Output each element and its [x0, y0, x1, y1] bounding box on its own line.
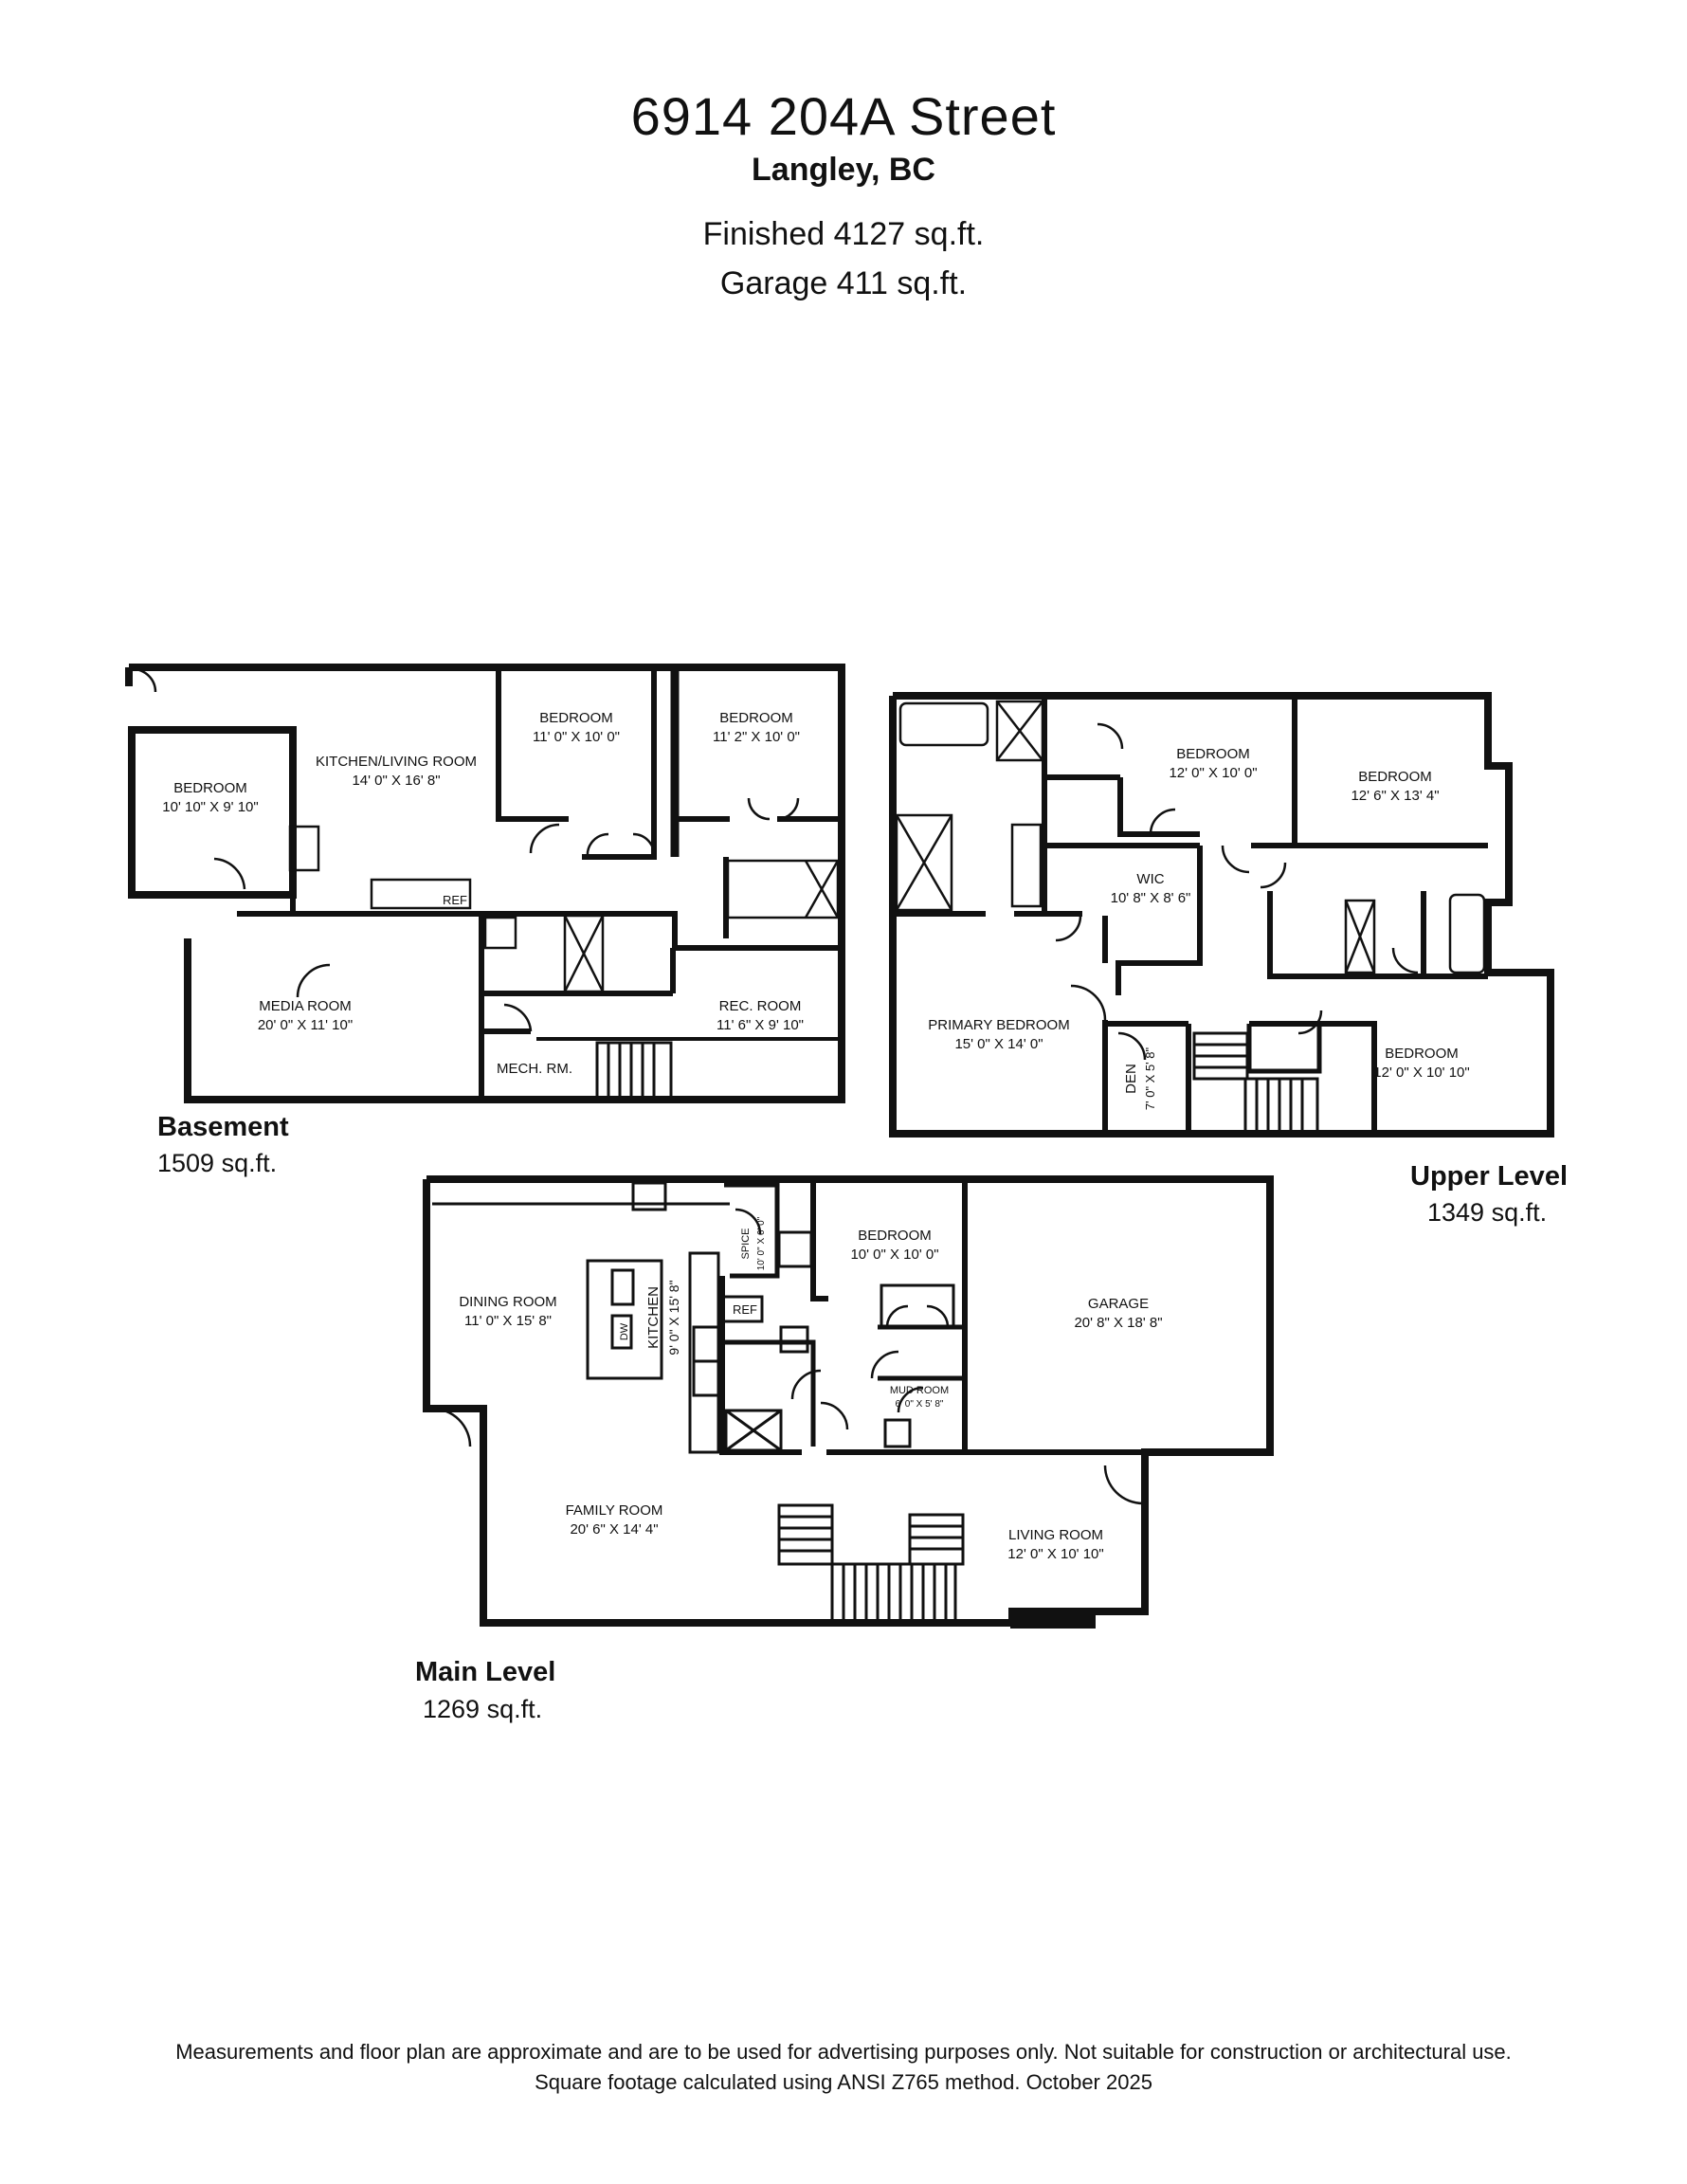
main-kitchen-dims: 9' 0" X 15' 8" [666, 1280, 681, 1355]
main-spice-name: SPICE [740, 1228, 752, 1259]
basement-bedroom-mid-name: BEDROOM [539, 710, 613, 726]
upper-bedroom-a-dims: 12' 0" X 10' 0" [1169, 765, 1257, 781]
main-mud-room-name: MUD ROOM [890, 1385, 949, 1396]
main-level-name: Main Level [415, 1657, 556, 1687]
basement-bedroom-left-dims: 10' 10" X 9' 10" [162, 799, 258, 815]
upper-den-name: DEN [1123, 1064, 1139, 1094]
basement-bedroom-left-name: BEDROOM [173, 780, 247, 796]
basement-level-sqft: 1509 sq.ft. [157, 1149, 278, 1177]
basement-bedroom-right-name: BEDROOM [719, 710, 793, 726]
upper-wic-dims: 10' 8" X 8' 6" [1111, 890, 1191, 906]
main-bedroom-dims: 10' 0" X 10' 0" [850, 1247, 938, 1263]
upper-bedroom-a-name: BEDROOM [1176, 746, 1250, 762]
upper-level-plan [889, 692, 1554, 1138]
main-dw-label: DW [619, 1322, 630, 1340]
main-living-room-name: LIVING ROOM [1008, 1527, 1103, 1543]
main-level-plan [423, 1175, 1274, 1629]
property-city: Langley, BC [752, 152, 935, 188]
main-family-room-dims: 20' 6" X 14' 4" [570, 1521, 658, 1538]
main-dining-room-dims: 11' 0" X 15' 8" [464, 1313, 552, 1329]
upper-wic-name: WIC [1136, 871, 1164, 887]
main-spice-dims: 10' 0" X 6' 0" [756, 1216, 767, 1270]
upper-bedroom-c-dims: 12' 0" X 10' 10" [1373, 1065, 1469, 1081]
main-garage-dims: 20' 8" X 18' 8" [1074, 1315, 1162, 1331]
disclaimer-line-1: Measurements and floor plan are approxim… [175, 2040, 1512, 2064]
main-garage-name: GARAGE [1088, 1296, 1149, 1312]
main-dining-room-name: DINING ROOM [459, 1294, 556, 1310]
basement-media-room-dims: 20' 0" X 11' 10" [258, 1017, 353, 1033]
main-ref-label: REF [733, 1302, 757, 1317]
basement-ref-label: REF [443, 893, 467, 907]
basement-bedroom-mid-dims: 11' 0" X 10' 0" [533, 729, 620, 745]
basement-bedroom-right-dims: 11' 2" X 10' 0" [713, 729, 800, 745]
basement-rec-room-dims: 11' 6" X 9' 10" [717, 1017, 804, 1033]
upper-primary-bedroom-dims: 15' 0" X 14' 0" [954, 1036, 1043, 1052]
basement-plan [125, 664, 845, 1103]
upper-bedroom-b-dims: 12' 6" X 13' 4" [1351, 788, 1439, 804]
main-living-room-dims: 12' 0" X 10' 10" [1007, 1546, 1103, 1562]
basement-kitchen-living-name: KITCHEN/LIVING ROOM [316, 754, 477, 770]
garage-area: Garage 411 sq.ft. [719, 265, 968, 301]
main-kitchen-name: KITCHEN [645, 1286, 662, 1349]
disclaimer-line-2: Square footage calculated using ANSI Z76… [535, 2070, 1152, 2094]
upper-bedroom-b-name: BEDROOM [1358, 769, 1432, 785]
upper-den-dims: 7' 0" X 5' 8" [1143, 1047, 1157, 1111]
main-level-sqft: 1269 sq.ft. [423, 1695, 543, 1723]
upper-level-name: Upper Level [1410, 1161, 1568, 1192]
main-family-room-name: FAMILY ROOM [566, 1502, 663, 1519]
basement-rec-room-name: REC. ROOM [719, 998, 802, 1014]
basement-mech-room-name: MECH. RM. [497, 1061, 572, 1077]
finished-area: Finished 4127 sq.ft. [702, 216, 985, 252]
basement-kitchen-living-dims: 14' 0" X 16' 8" [352, 773, 440, 789]
upper-bedroom-c-name: BEDROOM [1385, 1046, 1459, 1062]
upper-primary-bedroom-name: PRIMARY BEDROOM [928, 1017, 1069, 1033]
basement-media-room-name: MEDIA ROOM [259, 998, 352, 1014]
main-bedroom-name: BEDROOM [858, 1228, 932, 1244]
property-address: 6914 204A Street [630, 86, 1057, 146]
basement-level-name: Basement [157, 1112, 289, 1142]
upper-level-sqft: 1349 sq.ft. [1427, 1198, 1548, 1227]
main-mud-room-dims: 6' 0" X 5' 8" [896, 1399, 944, 1410]
